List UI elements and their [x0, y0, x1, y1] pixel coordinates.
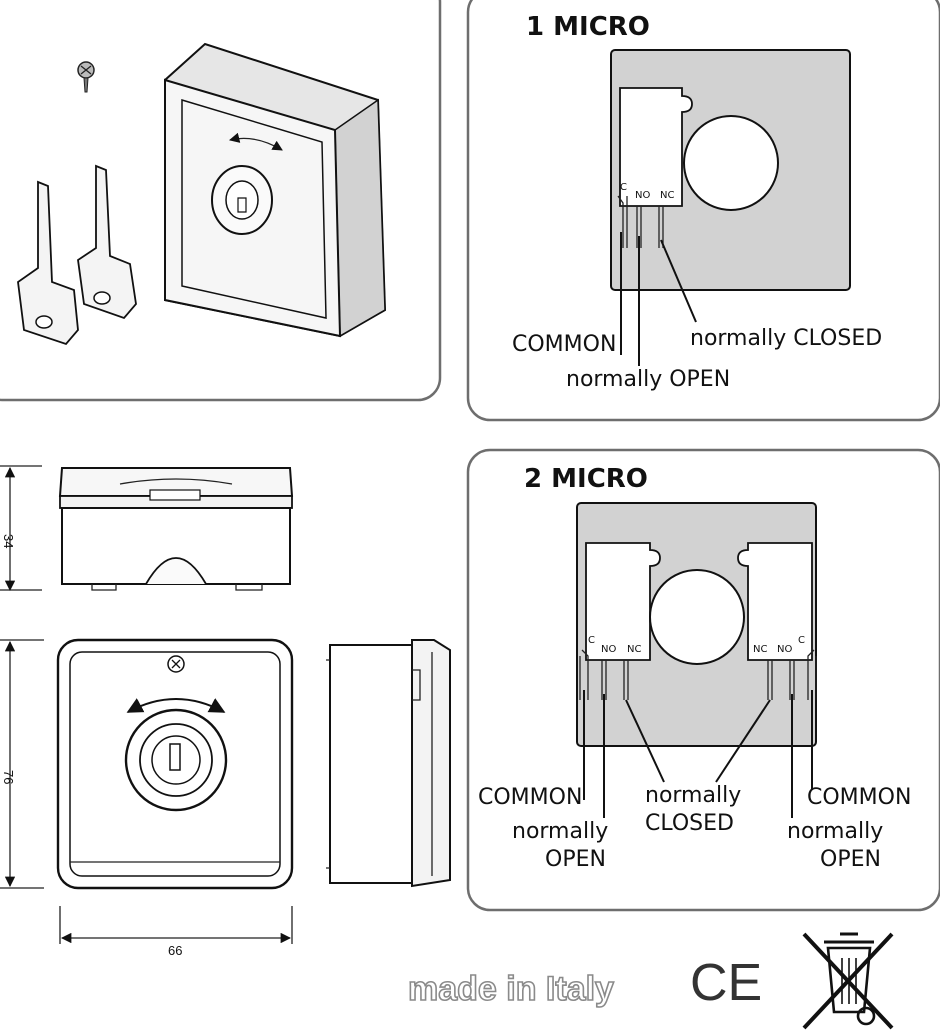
key-switch-box-3d — [164, 42, 387, 338]
weee-bin-icon — [802, 932, 894, 1030]
screw-icon-front — [167, 655, 185, 673]
pin-label-c-left: C — [588, 635, 595, 646]
drawing-side-view — [326, 639, 451, 888]
pin-label-no-right: NO — [777, 644, 792, 655]
label-closed-center: CLOSED — [645, 811, 734, 836]
product-illustration-panel — [0, 0, 442, 402]
panel-2-title: 2 MICRO — [524, 464, 648, 494]
panel-1-title: 1 MICRO — [526, 12, 650, 42]
drawing-top-view — [58, 467, 294, 591]
dimension-label-66: 66 — [168, 943, 182, 958]
panel-1-micro: 1 MICRO C NO NC COMMON normally CLOSED n… — [466, 0, 940, 422]
label-common-left: COMMON — [478, 785, 582, 810]
micro-switch-right — [737, 542, 813, 661]
label-open-right: OPEN — [820, 847, 881, 872]
key-cylinder-hole — [649, 569, 745, 665]
micro-switch-left — [585, 542, 661, 661]
leader-closed — [660, 239, 697, 323]
dimension-label-34: 34 — [1, 534, 16, 548]
made-in-italy-text: made in Italy — [408, 970, 614, 1008]
pin-label-c: C — [620, 182, 627, 193]
pin-label-nc-left: NC — [627, 644, 641, 655]
ce-mark: CE — [690, 954, 762, 1012]
rotate-arrow-icon — [126, 698, 226, 713]
pin-label-c-right: C — [798, 635, 805, 646]
label-normally-left: normally — [512, 819, 608, 844]
pin-label-no: NO — [635, 190, 650, 201]
drawing-front-view — [56, 638, 294, 890]
switch-pins-left: C NO NC — [579, 635, 641, 700]
label-normally-right: normally — [787, 819, 883, 844]
dimension-height-front: 76 — [0, 639, 44, 889]
label-open-left: OPEN — [545, 847, 606, 872]
key-icon — [17, 180, 79, 346]
pin-label-nc: NC — [660, 190, 674, 201]
panel-2-micro: 2 MICRO C NO NC NC NO C — [466, 448, 940, 912]
dimension-height-top: 34 — [0, 465, 42, 592]
leader-closed-left — [625, 699, 665, 783]
dimension-width: 66 — [59, 906, 293, 958]
switch-pins-right: NC NO C — [753, 635, 817, 700]
label-normally-open: normally OPEN — [566, 367, 730, 392]
switch-pins: C NO NC — [617, 182, 674, 248]
key-icon-2 — [77, 164, 137, 320]
label-common-right: COMMON — [807, 785, 911, 810]
label-normally-center: normally — [645, 783, 741, 808]
label-common: COMMON — [512, 332, 616, 357]
label-normally-closed: normally CLOSED — [690, 326, 882, 351]
pin-label-nc-right: NC — [753, 644, 767, 655]
pin-label-no-left: NO — [601, 644, 616, 655]
key-cylinder-hole — [683, 115, 779, 211]
key-slot — [169, 743, 181, 771]
leader-closed-right — [715, 699, 771, 783]
screw-icon — [77, 61, 95, 93]
micro-switch — [619, 87, 693, 207]
dimension-label-76: 76 — [1, 770, 16, 784]
